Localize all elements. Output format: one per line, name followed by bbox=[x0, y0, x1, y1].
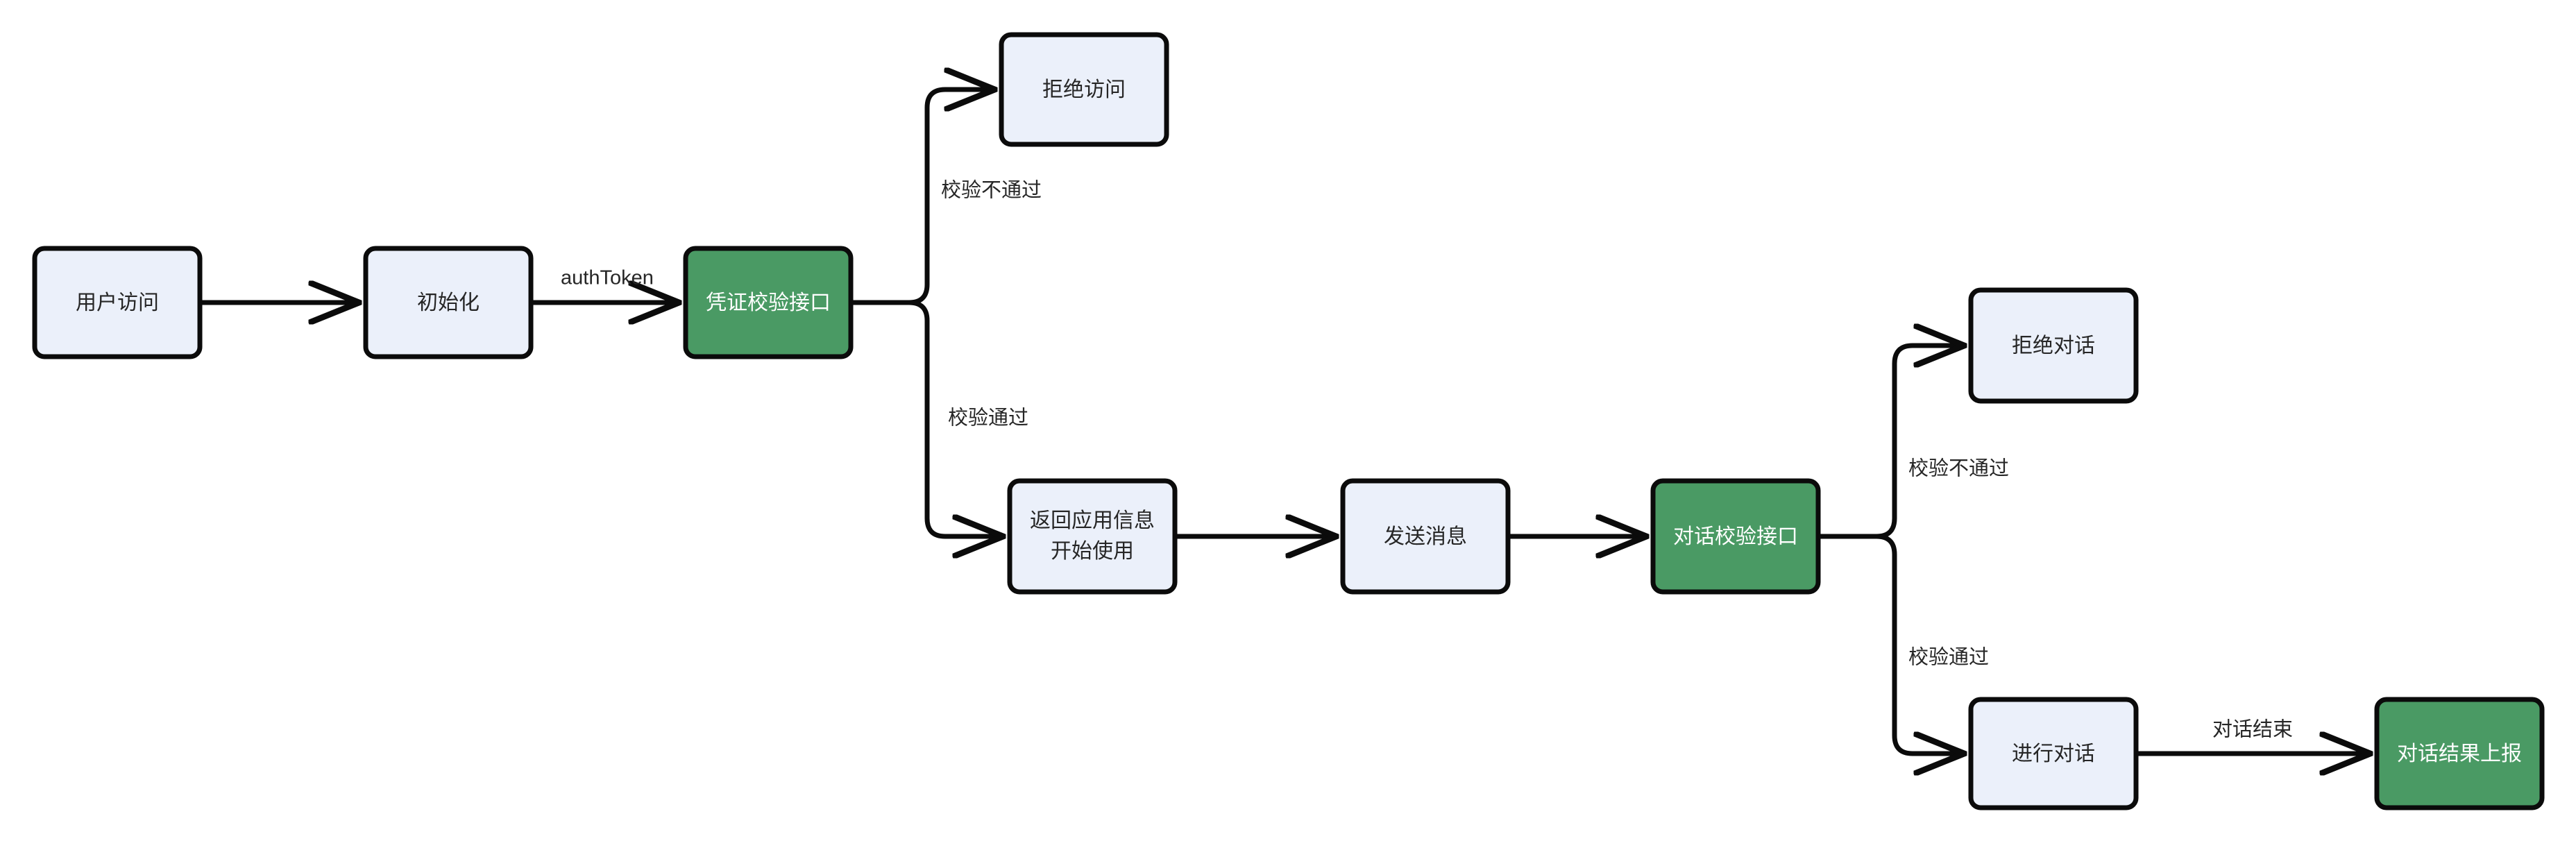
node-send-message[interactable]: 发送消息 bbox=[1340, 478, 1511, 595]
edge-dialog-verify-to-do-dialog bbox=[1818, 534, 1963, 754]
node-report-result-box[interactable] bbox=[2374, 697, 2545, 810]
node-do-dialog-label: 进行对话 bbox=[2012, 742, 2095, 765]
node-credential-verify[interactable]: 凭证校验接口 bbox=[683, 246, 854, 359]
node-return-app-info-label-line2: 开始使用 bbox=[1051, 540, 1134, 563]
node-reject-dialog[interactable]: 拒绝对话 bbox=[1968, 287, 2139, 404]
node-user-access-label: 用户访问 bbox=[76, 291, 159, 314]
edge-credential-verify-to-return-app-info bbox=[851, 300, 1002, 536]
node-return-app-info[interactable]: 返回应用信息 开始使用 bbox=[1007, 478, 1178, 595]
node-initialize-box[interactable] bbox=[363, 246, 534, 359]
node-return-app-info-label-line1: 返回应用信息 bbox=[1030, 509, 1155, 532]
node-deny-access-label: 拒绝访问 bbox=[1042, 78, 1126, 101]
node-deny-access[interactable]: 拒绝访问 bbox=[999, 32, 1169, 147]
node-reject-dialog-box[interactable] bbox=[1968, 287, 2139, 404]
node-do-dialog-box[interactable] bbox=[1968, 697, 2139, 810]
edge-label-verify-pass-1: 校验通过 bbox=[948, 407, 1028, 430]
edge-label-verify-fail-2: 校验不通过 bbox=[1908, 457, 2009, 480]
edge-label-verify-fail-1: 校验不通过 bbox=[941, 179, 1042, 202]
node-credential-verify-label: 凭证校验接口 bbox=[706, 291, 831, 314]
edge-label-dialog-end: 对话结束 bbox=[2212, 718, 2293, 741]
node-dialog-verify[interactable]: 对话校验接口 bbox=[1650, 478, 1821, 595]
node-send-message-box[interactable] bbox=[1340, 478, 1511, 595]
node-initialize[interactable]: 初始化 bbox=[363, 246, 534, 359]
node-report-result-label: 对话结果上报 bbox=[2397, 742, 2522, 765]
node-do-dialog[interactable]: 进行对话 bbox=[1968, 697, 2139, 810]
edge-label-verify-pass-2: 校验通过 bbox=[1908, 646, 1989, 669]
node-reject-dialog-label: 拒绝对话 bbox=[2012, 334, 2095, 357]
edge-label-auth-token: authToken bbox=[561, 267, 654, 289]
node-user-access-box[interactable] bbox=[32, 246, 203, 359]
node-dialog-verify-box[interactable] bbox=[1650, 478, 1821, 595]
node-initialize-label: 初始化 bbox=[417, 291, 480, 314]
edge-dialog-verify-to-reject-dialog bbox=[1818, 346, 1963, 539]
node-credential-verify-box[interactable] bbox=[683, 246, 854, 359]
node-dialog-verify-label: 对话校验接口 bbox=[1673, 525, 1798, 548]
node-send-message-label: 发送消息 bbox=[1384, 525, 1467, 548]
node-return-app-info-box[interactable] bbox=[1007, 478, 1178, 595]
node-report-result[interactable]: 对话结果上报 bbox=[2374, 697, 2545, 810]
node-deny-access-box[interactable] bbox=[999, 32, 1169, 147]
node-user-access[interactable]: 用户访问 bbox=[32, 246, 203, 359]
